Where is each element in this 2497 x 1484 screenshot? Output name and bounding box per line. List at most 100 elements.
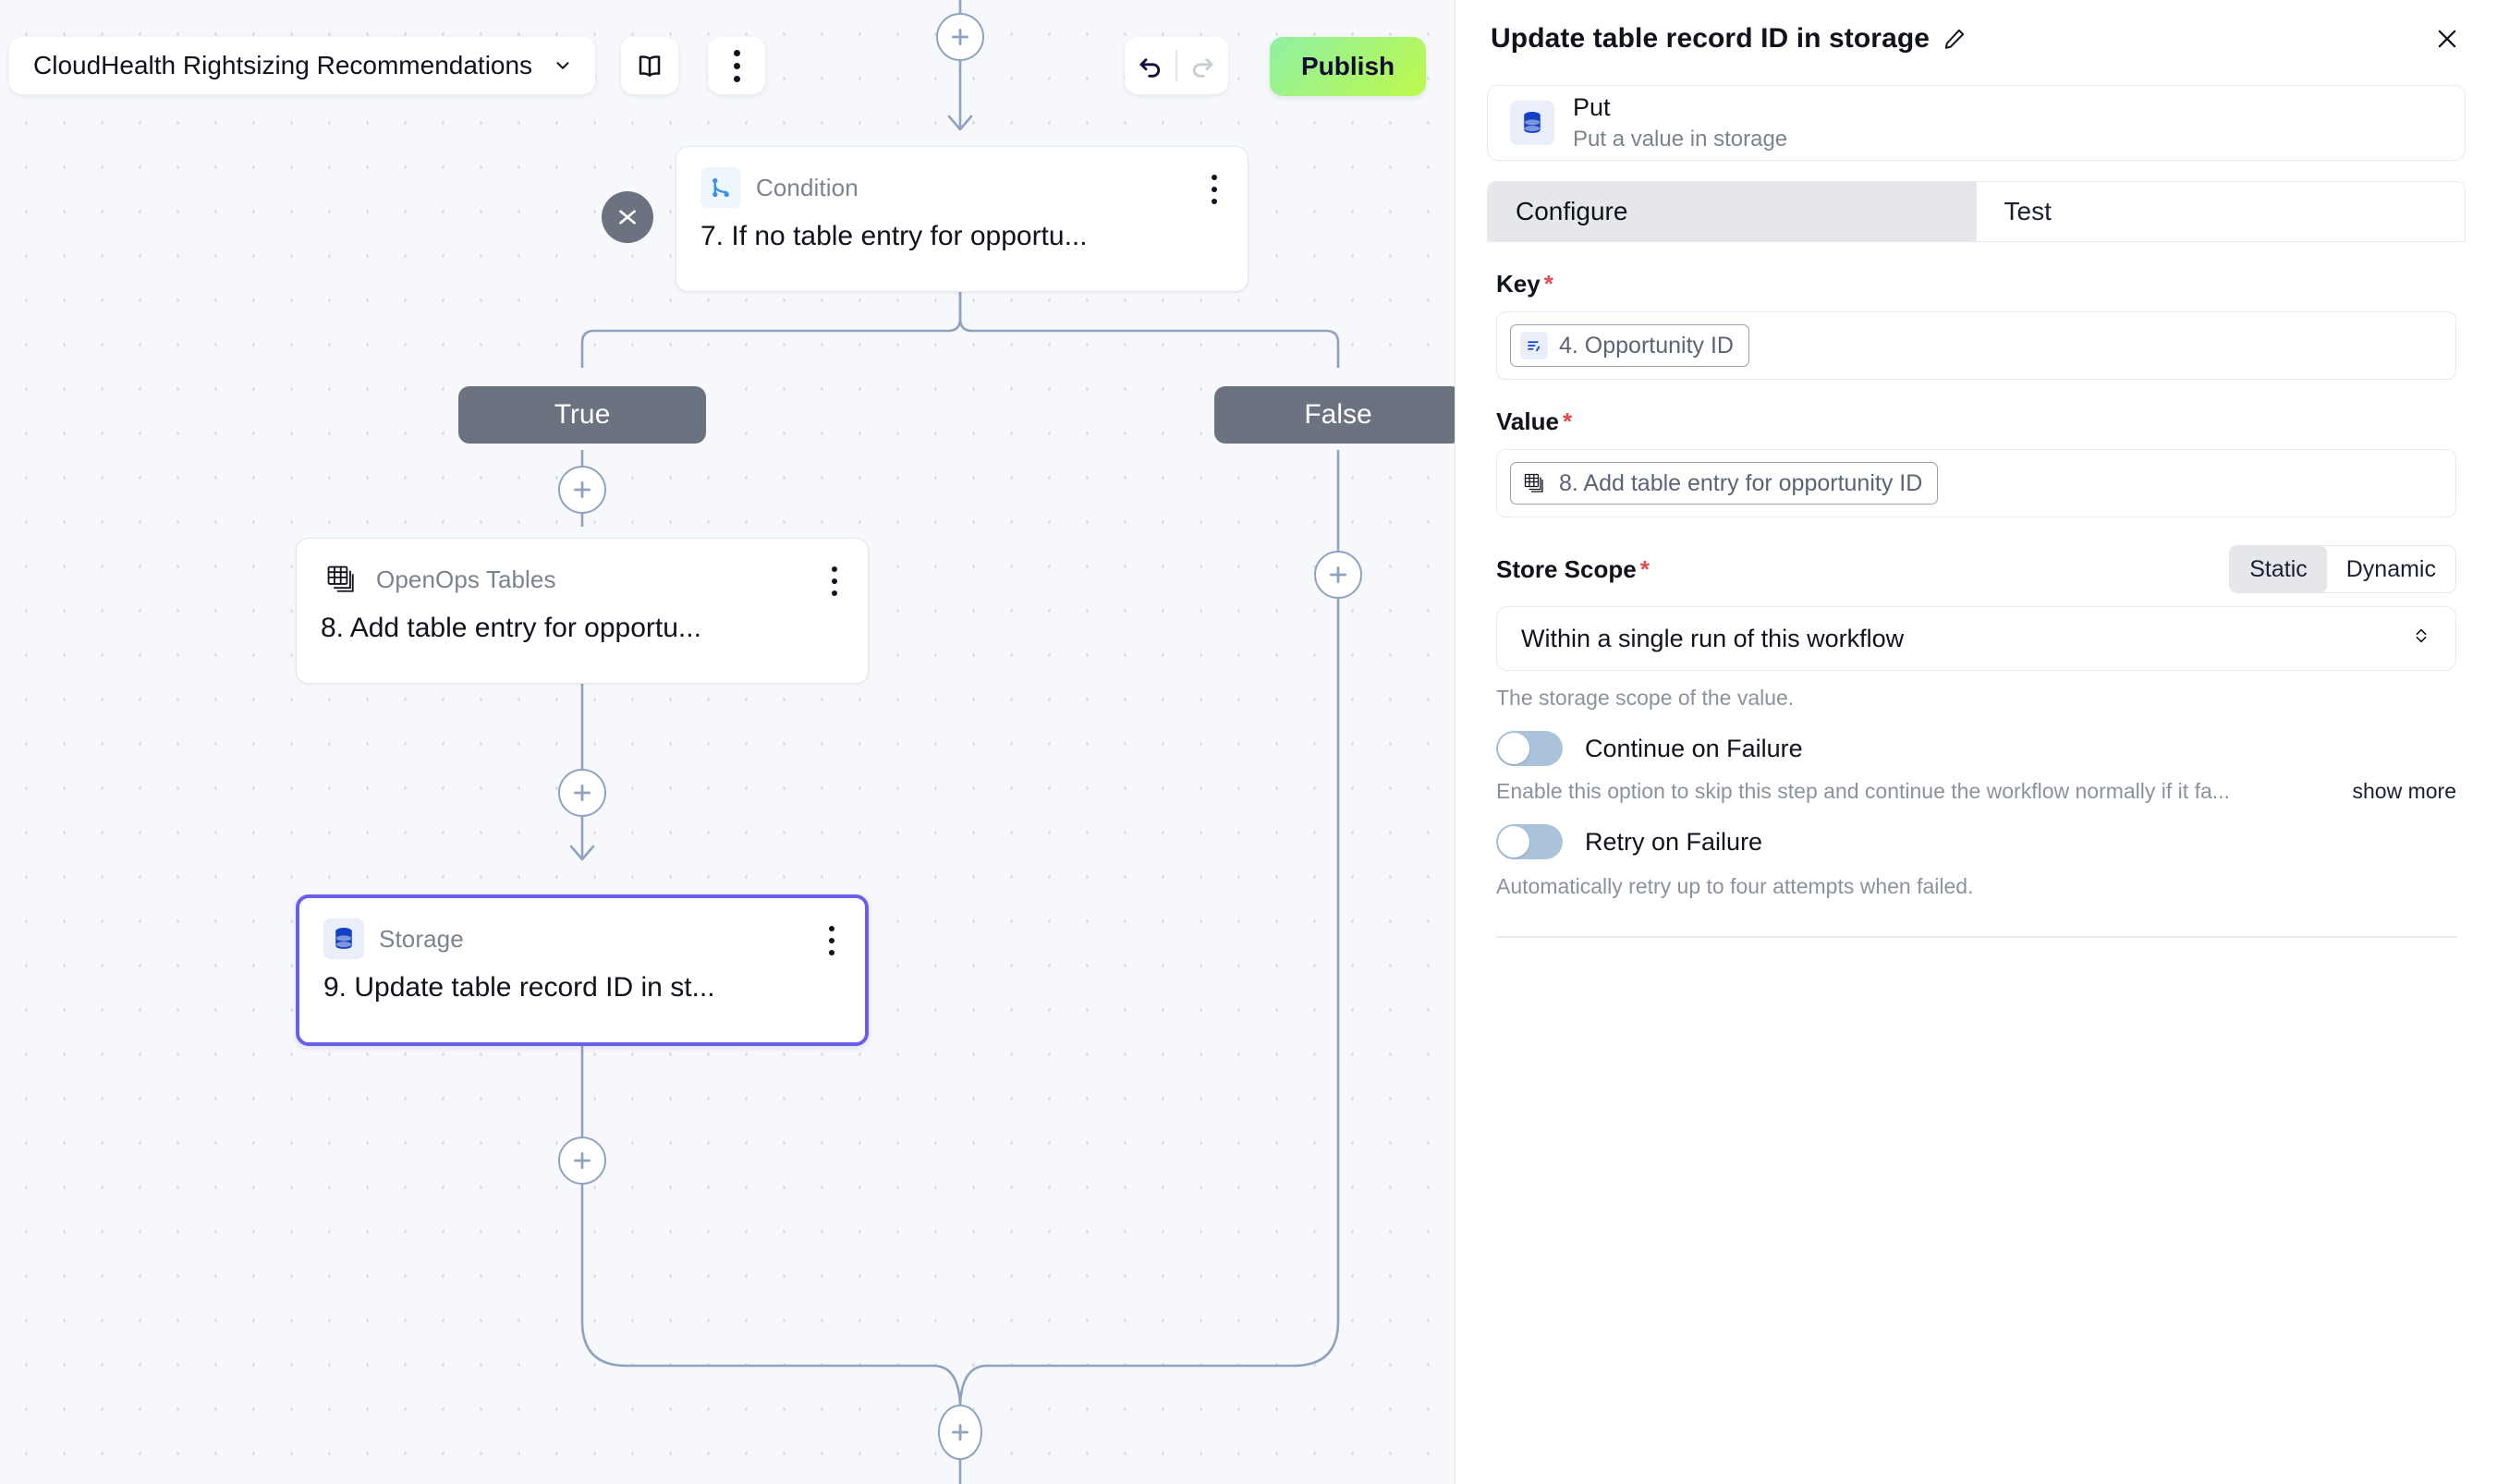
pencil-icon[interactable]: [1943, 27, 1967, 51]
chevron-down-icon: [556, 62, 569, 69]
chevron-up-down-icon: [2411, 624, 2431, 654]
toggle-knob: [1498, 733, 1529, 764]
add-step-button-merge[interactable]: [938, 1405, 982, 1460]
piece-name: Put: [1573, 93, 1611, 122]
redo-arrow-icon: [1193, 58, 1213, 78]
branch-label-false: False: [1214, 386, 1455, 444]
value-chip-text: 8. Add table entry for opportunity ID: [1559, 469, 1923, 496]
panel-header: Update table record ID in storage: [1487, 0, 2466, 78]
retry-on-failure-hint: Automatically retry up to four attempts …: [1496, 874, 1974, 898]
panel-title: Update table record ID in storage: [1491, 23, 1931, 54]
key-field-label: Key*: [1496, 270, 2456, 298]
flow-name-label: CloudHealth Rightsizing Recommendations: [33, 51, 533, 79]
continue-on-failure-toggle[interactable]: [1496, 731, 1563, 766]
panel-tabs: Configure Test: [1487, 181, 2466, 242]
key-chip-text: 4. Opportunity ID: [1559, 332, 1734, 359]
plus-icon: [574, 1152, 591, 1169]
node-header: Storage: [323, 918, 841, 959]
undo-arrow-icon: [1139, 58, 1160, 78]
plus-icon: [574, 785, 591, 801]
node-header: OpenOps Tables: [321, 559, 844, 600]
value-input[interactable]: 8. Add table entry for opportunity ID: [1496, 449, 2456, 517]
publish-button[interactable]: Publish: [1270, 37, 1427, 96]
static-dynamic-toggle[interactable]: Static Dynamic: [2229, 545, 2456, 593]
continue-on-failure-label: Continue on Failure: [1585, 734, 1803, 762]
panel-body: Key* 4. Opportunity ID Value*: [1487, 270, 2466, 938]
store-scope-selected-value: Within a single run of this workflow: [1521, 624, 1905, 652]
node-title: 9. Update table record ID in st...: [323, 972, 715, 1003]
tab-test[interactable]: Test: [1976, 182, 2465, 241]
node-type-label: Condition: [756, 173, 859, 201]
toolbar-divider: [1175, 50, 1177, 81]
tables-icon: [321, 559, 361, 600]
piece-summary-card: Put Put a value in storage: [1487, 85, 2466, 161]
branch-false-text: False: [1304, 399, 1372, 430]
workflow-canvas[interactable]: Condition 7. If no table entry for oppor…: [0, 0, 1455, 1484]
required-asterisk: *: [1639, 554, 1650, 583]
node-type-label: Storage: [379, 924, 464, 953]
add-step-button-after-tables[interactable]: [558, 769, 606, 817]
database-icon: [323, 918, 364, 959]
plus-icon: [574, 481, 591, 498]
close-x-icon[interactable]: [2434, 26, 2460, 52]
tab-configure[interactable]: Configure: [1488, 182, 1977, 241]
continue-on-failure-hint: Enable this option to skip this step and…: [1496, 779, 2230, 803]
workflow-node-storage[interactable]: Storage 9. Update table record ID in st.…: [296, 894, 869, 1046]
step-settings-panel: Update table record ID in storage Put Pu…: [1455, 0, 2497, 1484]
store-scope-row: Store Scope* Static Dynamic: [1496, 545, 2456, 593]
add-step-button-true-branch[interactable]: [558, 466, 606, 514]
plus-icon: [952, 29, 968, 45]
store-scope-label: Store Scope*: [1496, 555, 1650, 584]
database-icon: [1510, 101, 1554, 145]
toggle-knob: [1498, 826, 1529, 858]
redo-button[interactable]: [1177, 37, 1228, 94]
key-input[interactable]: 4. Opportunity ID: [1496, 311, 2456, 380]
branch-label-true: True: [458, 386, 706, 444]
undo-redo-group[interactable]: [1125, 37, 1228, 94]
panel-divider: [1496, 936, 2456, 938]
retry-on-failure-row: Retry on Failure: [1496, 824, 2456, 859]
workflow-node-condition[interactable]: Condition 7. If no table entry for oppor…: [676, 146, 1248, 292]
workflow-node-openops-tables[interactable]: OpenOps Tables 8. Add table entry for op…: [296, 538, 869, 684]
mode-static-option[interactable]: Static: [2230, 546, 2327, 592]
undo-button[interactable]: [1125, 37, 1175, 94]
more-options-button[interactable]: [708, 37, 765, 94]
node-header: Condition: [700, 167, 1224, 208]
collapse-chevrons-icon: [619, 210, 636, 225]
node-title: 8. Add table entry for opportu...: [321, 613, 701, 643]
variable-icon: [1520, 332, 1548, 359]
required-asterisk: *: [1543, 270, 1553, 298]
branch-true-text: True: [554, 399, 611, 430]
kebab-menu-icon[interactable]: [823, 563, 846, 600]
plus-icon: [1330, 566, 1346, 583]
store-scope-select[interactable]: Within a single run of this workflow: [1496, 606, 2456, 671]
branch-condition-icon: [700, 167, 741, 208]
value-chip[interactable]: 8. Add table entry for opportunity ID: [1510, 462, 1939, 505]
key-label-text: Key: [1496, 270, 1541, 298]
tables-icon: [1520, 469, 1548, 497]
kebab-menu-icon[interactable]: [821, 922, 843, 959]
node-title: 7. If no table entry for opportu...: [700, 221, 1088, 251]
add-step-button-false-branch[interactable]: [1314, 551, 1362, 599]
piece-description: Put a value in storage: [1573, 126, 1788, 152]
retry-on-failure-toggle[interactable]: [1496, 824, 1563, 859]
retry-on-failure-label: Retry on Failure: [1585, 827, 1763, 856]
mode-dynamic-option[interactable]: Dynamic: [2345, 555, 2436, 582]
book-icon: [639, 55, 661, 77]
continue-on-failure-row: Continue on Failure: [1496, 731, 2456, 766]
value-label-text: Value: [1496, 407, 1559, 435]
required-asterisk: *: [1562, 407, 1573, 435]
kebab-menu-icon[interactable]: [1203, 171, 1225, 208]
add-step-button-after-storage[interactable]: [558, 1137, 606, 1185]
flow-name-selector[interactable]: CloudHealth Rightsizing Recommendations: [9, 37, 596, 94]
docs-button[interactable]: [621, 37, 678, 94]
show-more-link[interactable]: show more: [2352, 779, 2456, 803]
key-chip[interactable]: 4. Opportunity ID: [1510, 324, 1749, 367]
continue-on-failure-hint-row: Enable this option to skip this step and…: [1496, 779, 2456, 804]
node-type-label: OpenOps Tables: [376, 565, 556, 593]
store-scope-label-text: Store Scope: [1496, 554, 1637, 583]
collapse-branch-button[interactable]: [602, 191, 653, 243]
plus-icon: [952, 1424, 968, 1441]
store-scope-hint: The storage scope of the value.: [1496, 686, 1795, 710]
add-step-button-top[interactable]: [936, 13, 984, 61]
